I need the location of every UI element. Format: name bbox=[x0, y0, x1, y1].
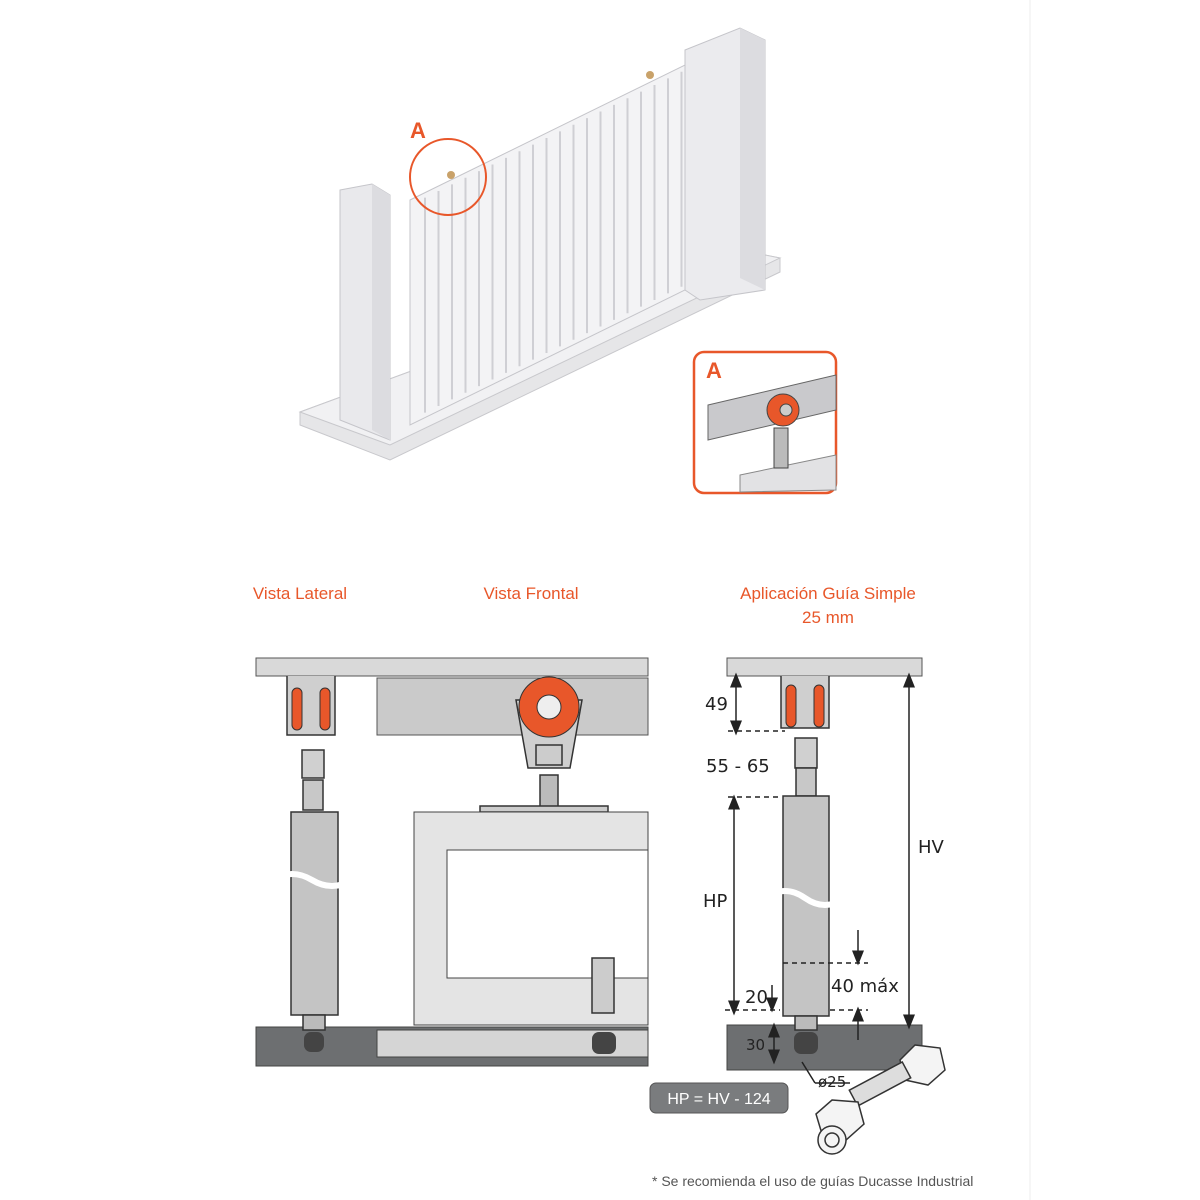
lateral-post bbox=[290, 811, 339, 1016]
guide-rail bbox=[376, 677, 649, 736]
top-beam bbox=[255, 657, 649, 677]
top-beam bbox=[726, 657, 923, 677]
dim-hv: HV bbox=[918, 837, 945, 858]
callout-circle bbox=[409, 138, 487, 216]
title-application-size: 25 mm bbox=[802, 608, 854, 627]
callout-label: A bbox=[410, 118, 426, 143]
bolt-icon bbox=[815, 1044, 946, 1155]
dim-20: 20 bbox=[745, 987, 768, 1008]
floor-bar bbox=[726, 1024, 923, 1071]
title-application: Aplicación Guía Simple bbox=[740, 584, 916, 603]
dim-diameter-25: ø25 bbox=[818, 1073, 846, 1091]
dim-hp: HP bbox=[703, 891, 728, 912]
title-lateral-view: Vista Lateral bbox=[253, 584, 347, 603]
formula-text: HP = HV - 124 bbox=[667, 1091, 770, 1108]
roller-hanger-icon bbox=[646, 71, 654, 79]
dim-40-max: 40 máx bbox=[831, 976, 899, 997]
detail-inset-a: A bbox=[692, 350, 838, 495]
formula-badge bbox=[649, 1082, 789, 1114]
dim-49: 49 bbox=[705, 694, 728, 715]
dim-30: 30 bbox=[746, 1036, 765, 1054]
gate-illustration: A bbox=[298, 27, 782, 461]
dim-55-65: 55 - 65 bbox=[706, 756, 770, 777]
footnote: * Se recomienda el uso de guías Ducasse … bbox=[652, 1173, 973, 1189]
door-frame bbox=[413, 811, 649, 1026]
inset-label: A bbox=[706, 358, 722, 383]
application-view: 49 55 - 65 HV HP 40 máx 20 30 ø25 bbox=[703, 657, 945, 1091]
lateral-frontal-views bbox=[255, 657, 649, 1067]
title-frontal-view: Vista Frontal bbox=[483, 584, 578, 603]
roller-hanger-icon bbox=[447, 171, 455, 179]
